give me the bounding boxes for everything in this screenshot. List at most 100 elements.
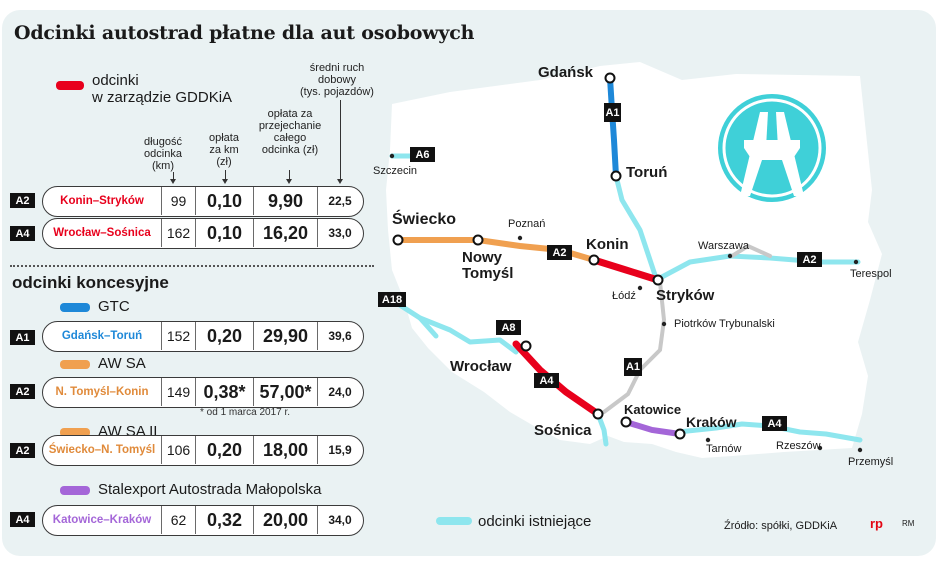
publisher-logo: rp	[870, 516, 883, 531]
city-gdansk: Gdańsk	[538, 64, 594, 81]
length-value: 162	[161, 219, 195, 247]
map-badge-a6: A6	[410, 147, 435, 162]
length-value: 149	[161, 378, 195, 406]
marker-sosnica	[592, 408, 604, 420]
traffic-value: 33,0	[317, 219, 362, 247]
row-road-badge: A1	[10, 330, 35, 345]
length-value: 152	[161, 322, 195, 350]
col-tick-traffic	[340, 100, 341, 180]
city-katowice: Katowice	[624, 402, 682, 417]
city-krakow: Kraków	[686, 414, 737, 430]
row-road-badge: A2	[10, 443, 35, 458]
col-tick-fee-total	[289, 170, 290, 180]
road-a2-warsaw	[730, 243, 772, 258]
motorway-sign-icon	[714, 90, 830, 206]
row-road-badge: A2	[10, 193, 35, 208]
marker-katowice	[620, 416, 632, 428]
fee-total-value: 29,90	[253, 322, 317, 350]
segment-name: Świecko–N. Tomyśl	[48, 444, 156, 456]
road-a1-center	[602, 280, 667, 414]
chart-title: Odcinki autostrad płatne dla aut osobowy…	[14, 22, 475, 44]
fee-km-value: 0,10	[195, 219, 253, 247]
traffic-value: 15,9	[317, 436, 362, 464]
fee-km-value: 0,38*	[195, 378, 253, 406]
fee-total-value: 18,00	[253, 436, 317, 464]
road-a2-east	[657, 253, 861, 281]
segment-name: Konin–Stryków	[60, 195, 144, 207]
city-sosnica: Sośnica	[534, 422, 592, 439]
legend-existing-label: odcinki istniejące	[478, 513, 592, 530]
col-tick-fee-km	[225, 170, 226, 180]
source-note: Źródło: spółki, GDDKiA	[724, 520, 838, 532]
col-header-fee-total: opłata za przejechanie całego odcinka (z…	[258, 108, 322, 156]
length-value: 62	[161, 506, 195, 534]
col-tick-length	[173, 172, 174, 180]
segment-name: Katowice–Kraków	[52, 514, 152, 526]
segment-name: N. Tomyśl–Konin	[55, 386, 149, 398]
map-badge-a8: A8	[496, 320, 521, 335]
col-header-traffic: średni ruch dobowy (tys. pojazdów)	[300, 62, 374, 98]
city-strykow: Stryków	[656, 287, 715, 304]
map-badge-a2-east: A2	[797, 252, 822, 267]
city-torun: Toruń	[626, 164, 668, 181]
row-road-badge: A4	[10, 512, 35, 527]
city-swiecko: Świecko	[392, 211, 457, 228]
fee-km-value: 0,20	[195, 322, 253, 350]
marker-tomysl	[472, 234, 484, 246]
city-terespol: Terespol	[850, 268, 892, 280]
fee-km-value: 0,32	[195, 506, 253, 534]
route-gdansk-torun	[607, 75, 619, 179]
city-konin: Konin	[586, 236, 629, 253]
traffic-value: 22,5	[317, 187, 362, 215]
minor-city-dots	[389, 153, 863, 453]
marker-konin	[588, 254, 600, 266]
group-awsa2-swatch	[60, 428, 90, 437]
city-przemysl: Przemyśl	[848, 456, 894, 468]
traffic-value: 34,0	[317, 506, 362, 534]
road-a18	[389, 297, 519, 355]
road-a1-north	[613, 173, 659, 281]
city-tarnow: Tarnów	[706, 443, 742, 455]
map-badge-a4-east: A4	[762, 416, 787, 431]
marker-krakow	[674, 428, 686, 440]
route-tomysl-konin	[475, 237, 597, 263]
road-a1-south	[595, 411, 609, 447]
marker-strykow	[652, 274, 664, 286]
fee-km-value: 0,20	[195, 436, 253, 464]
legend-gddkia-swatch	[56, 81, 84, 90]
author-initials: RM	[902, 519, 915, 528]
length-value: 106	[161, 436, 195, 464]
map-badge-a18: A18	[378, 292, 406, 307]
map-badge-a2-west: A2	[547, 245, 572, 260]
col-arrow-length	[170, 179, 176, 184]
group-gtc-swatch	[60, 303, 90, 312]
row-road-badge: A2	[10, 384, 35, 399]
group-stalexport-swatch	[60, 486, 90, 495]
segment-name: Gdańsk–Toruń	[61, 330, 143, 342]
group-gtc-label: GTC	[98, 298, 130, 315]
city-warszawa: Warszawa	[698, 240, 749, 252]
legend-gddkia-label: odcinki w zarządzie GDDKiA	[92, 72, 233, 106]
fee-total-value: 9,90	[253, 187, 317, 215]
route-konin-strykow	[590, 256, 662, 284]
city-wroclaw: Wrocław	[450, 358, 512, 375]
city-piotrkow: Piotrków Trybunalski	[674, 318, 775, 330]
marker-wroclaw	[520, 340, 532, 352]
col-arrow-fee-total	[286, 179, 292, 184]
marker-swiecko	[392, 234, 404, 246]
footnote: * od 1 marca 2017 r.	[200, 407, 291, 418]
city-lodz: Łódź	[612, 290, 636, 302]
route-katowice-krakow	[623, 419, 683, 437]
fee-km-value: 0,10	[195, 187, 253, 215]
group-awsa-swatch	[60, 360, 90, 369]
col-header-length: długość odcinka (km)	[144, 136, 182, 172]
col-arrow-traffic	[337, 179, 343, 184]
city-nowy-tomysl: Nowy Tomyśl	[462, 249, 514, 282]
col-arrow-fee-km	[222, 179, 228, 184]
map-badge-a1-south: A1	[624, 358, 642, 376]
